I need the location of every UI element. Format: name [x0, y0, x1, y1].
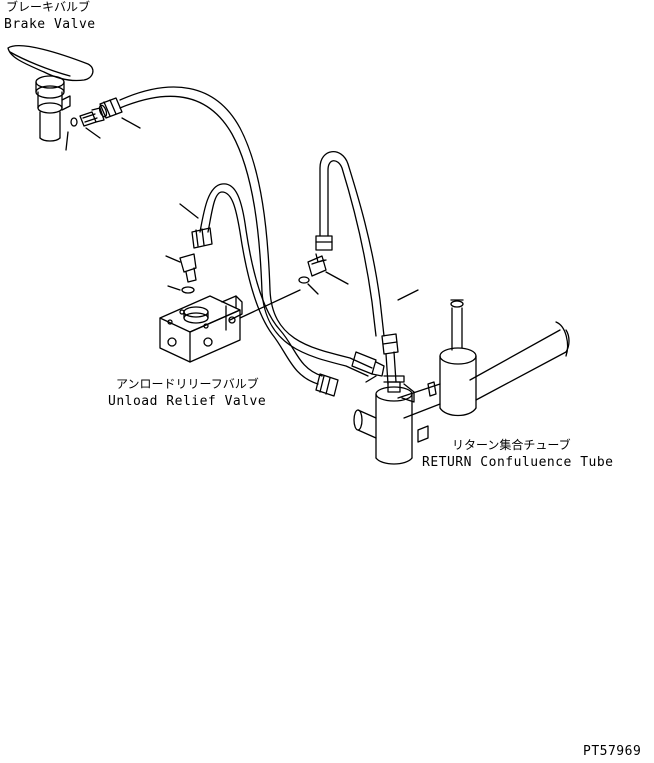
drawing-code: PT57969: [583, 744, 642, 759]
relief-valve-return-hose: [179, 183, 339, 397]
unload-relief-valve: [159, 289, 301, 363]
relief-valve-fittings: [165, 253, 349, 295]
brake-valve-label-jp: ブレーキバルブ: [6, 0, 91, 14]
brake-return-hose: [119, 86, 385, 377]
vertical-return-hose: [315, 151, 419, 385]
return-confluence-tube: [353, 299, 570, 465]
brake-valve: [7, 44, 94, 142]
unload-relief-valve-label-jp: アンロードリリーフバルブ: [116, 377, 259, 391]
unload-relief-valve-label-en: Unload Relief Valve: [108, 394, 267, 409]
return-tube-label-jp: リターン集合チューブ: [452, 438, 571, 452]
brake-valve-label-en: Brake Valve: [4, 17, 96, 32]
brake-valve-fittings: [65, 97, 141, 151]
return-tube-label-en: RETURN Confuluence Tube: [422, 455, 614, 470]
